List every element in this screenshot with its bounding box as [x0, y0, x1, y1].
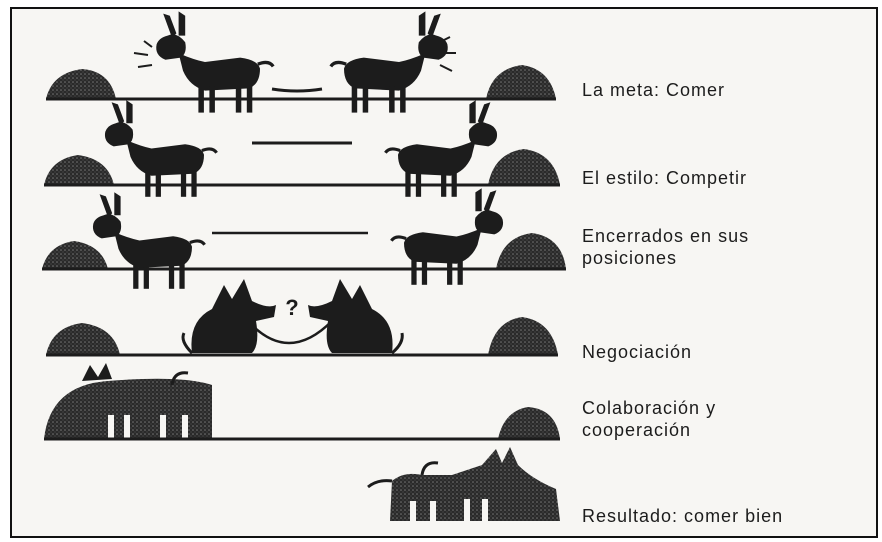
caption-collaboration-line1: Colaboración y: [582, 398, 717, 418]
panel-result: [367, 447, 560, 521]
panel-negotiation: ?: [46, 279, 558, 357]
donkey-left: [154, 9, 275, 115]
rope: [271, 87, 323, 93]
donkey-left: [103, 98, 219, 199]
panel-compete: [44, 98, 560, 199]
hay-pile-left: [42, 241, 108, 269]
caption-negotiation: Negociación: [582, 342, 693, 362]
donkey-right: [383, 98, 499, 199]
donkey-tail: [367, 479, 393, 489]
donkey-tail: [170, 371, 189, 386]
hay-pile-right: [488, 317, 558, 355]
donkey-left-sitting: [181, 279, 276, 355]
caption-goal: La meta: Comer: [582, 80, 726, 100]
hay-pile-right: [488, 149, 560, 185]
caption-result: Resultado: comer bien: [582, 506, 784, 526]
hay-pile-with-donkeys: [44, 378, 212, 439]
hay-pile-left: [46, 69, 116, 99]
donkey-left: [91, 190, 207, 291]
question-mark: ?: [285, 295, 298, 320]
caption-locked-line1: Encerrados en sus: [582, 226, 750, 246]
hay-pile-left: [46, 323, 120, 355]
caption-collaboration-line2: cooperación: [582, 420, 692, 440]
rope: [247, 320, 333, 345]
caption-locked-line2: posiciones: [582, 248, 678, 268]
figure-frame: ?: [10, 7, 878, 538]
donkey-cooperation-illustration: ?: [42, 9, 566, 521]
donkey-legs-gaps: [410, 499, 488, 521]
donkey-right: [329, 9, 450, 115]
panel-goal: [46, 9, 556, 115]
motion-lines-left: [133, 40, 153, 68]
panel-locked: [42, 186, 566, 291]
donkey-ears: [82, 363, 112, 381]
motion-lines-right: [437, 36, 456, 72]
donkey-tail: [420, 461, 439, 476]
caption-style: El estilo: Competir: [582, 168, 748, 188]
hay-pile-left: [44, 155, 114, 185]
donkey-legs-gaps: [108, 415, 188, 439]
donkey-right-sitting: [308, 279, 404, 355]
hay-pile-right: [486, 65, 556, 99]
hay-pile-right: [498, 407, 560, 439]
hay-pile-right: [496, 233, 566, 269]
panel-collaboration: [44, 363, 560, 441]
